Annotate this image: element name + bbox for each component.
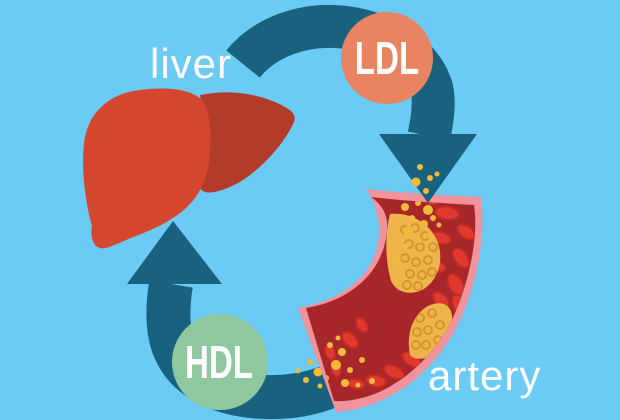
plaque-deposit-upper <box>386 213 441 293</box>
hdl-label: HDL <box>185 338 253 388</box>
liver-label: liver <box>150 40 232 87</box>
liver-left-lobe <box>83 88 211 249</box>
ldl-node: LDL <box>341 12 433 104</box>
hdl-node: HDL <box>172 314 268 410</box>
artery-label: artery <box>428 352 541 399</box>
ldl-label: LDL <box>355 34 419 84</box>
up-arrowhead-icon <box>127 221 222 284</box>
hdl-circle <box>172 314 268 410</box>
liver-right-lobe <box>197 92 295 193</box>
plaque-texture <box>400 223 438 291</box>
artery-illustration <box>298 189 483 412</box>
liver-illustration <box>83 88 295 249</box>
down-arrowhead-icon <box>379 134 477 203</box>
ldl-circle <box>341 12 433 104</box>
lumen-particles <box>323 200 442 388</box>
entry-particles <box>411 164 440 194</box>
